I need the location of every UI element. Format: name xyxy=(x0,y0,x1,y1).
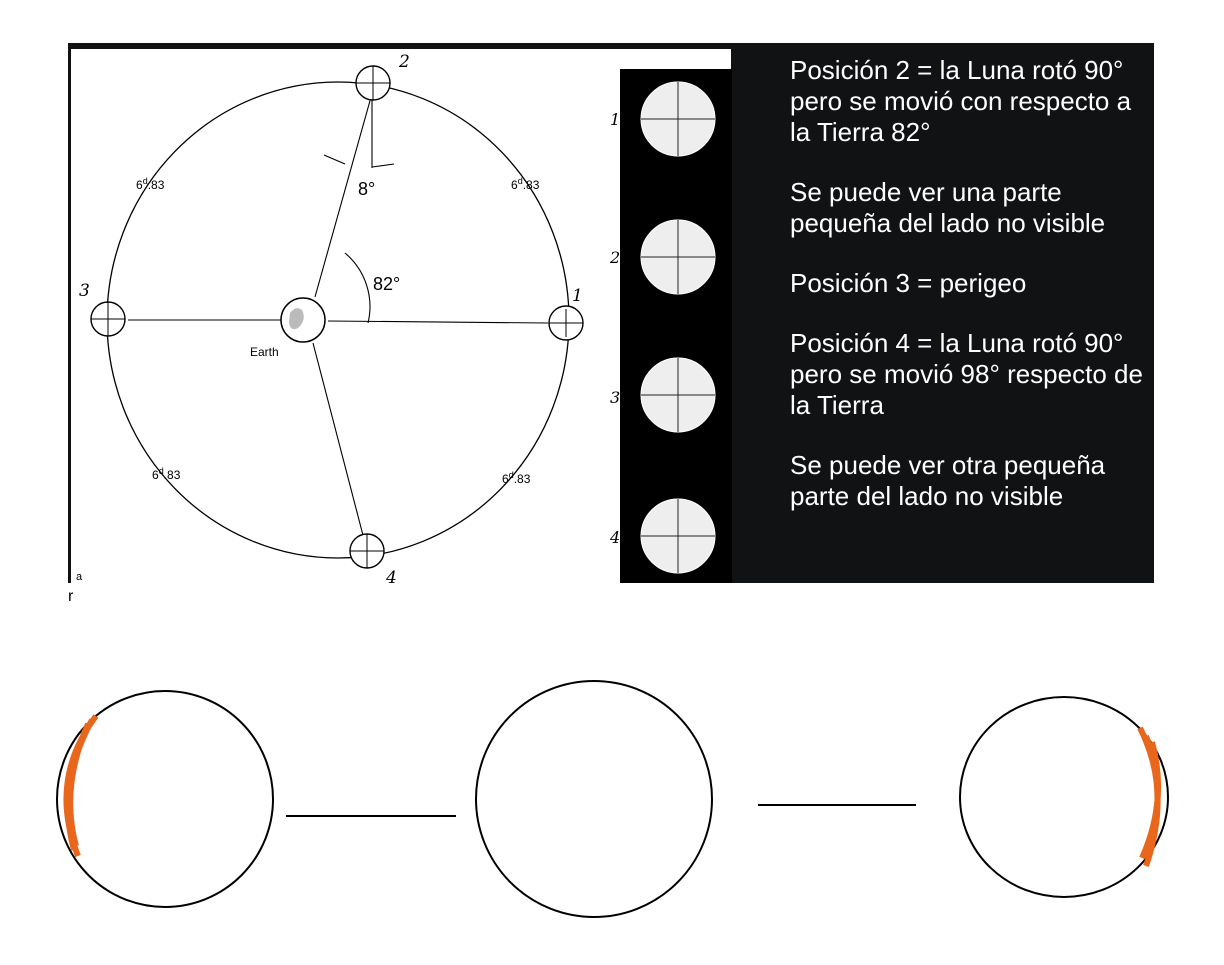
sketch-circle-middle xyxy=(475,680,713,918)
angle-label-82: 82° xyxy=(373,274,400,294)
paragraph-visible-part: Se puede ver una parte pequeña del lado … xyxy=(790,177,1106,238)
spoke-to-4 xyxy=(312,342,366,544)
photo-label-3: 3 xyxy=(610,388,620,407)
label-position-2: 2 xyxy=(398,52,410,72)
moon-position-3 xyxy=(90,301,126,337)
angle-label-8: 8° xyxy=(358,179,375,199)
photo-moon-3 xyxy=(640,357,716,433)
lunar-libration-diagram: 1 2 3 4 6d.83 6d.83 6d.83 6d.83 8° 82° E… xyxy=(71,49,732,583)
earth-label: Earth xyxy=(250,345,279,359)
explanation-text: Posición 2 = la Luna rotó 90° pero se mo… xyxy=(790,55,1145,541)
interval-label-4-1: 6d.83 xyxy=(502,470,531,486)
moon-position-1 xyxy=(548,305,584,341)
label-position-1: 1 xyxy=(572,286,583,306)
interval-label-3-4: 6d.83 xyxy=(152,466,181,482)
spoke-to-1 xyxy=(327,320,549,324)
moon-position-2 xyxy=(355,65,391,101)
photo-label-4: 4 xyxy=(609,528,620,547)
moon-position-4 xyxy=(349,533,385,569)
slide-image: 1 2 3 4 6d.83 6d.83 6d.83 6d.83 8° 82° E… xyxy=(68,43,1154,583)
paragraph-position-3: Posición 3 = perigeo xyxy=(790,268,1027,298)
orange-shading-left xyxy=(63,714,99,858)
hand-drawn-sketch xyxy=(56,680,1169,918)
label-position-3: 3 xyxy=(79,281,90,301)
angle-tick xyxy=(323,154,346,165)
photo-moon-1 xyxy=(640,81,716,157)
interval-label-2-1: 6d.83 xyxy=(511,176,540,192)
label-position-4: 4 xyxy=(385,568,397,583)
sketch-circle-right xyxy=(959,696,1169,898)
sketch-circle-left xyxy=(56,690,274,908)
interval-label-3-2: 6d.83 xyxy=(136,176,165,192)
photo-moon-2 xyxy=(640,219,716,295)
paragraph-position-2: Posición 2 = la Luna rotó 90° pero se mo… xyxy=(790,55,1132,147)
figure-letter: a xyxy=(76,571,83,583)
orange-shading-right xyxy=(1137,726,1162,867)
stray-character: r xyxy=(68,588,74,605)
photo-label-1: 1 xyxy=(610,110,620,129)
reference-tick xyxy=(371,163,395,168)
angle-arc-82 xyxy=(344,252,371,324)
paragraph-position-4: Posición 4 = la Luna rotó 90° pero se mo… xyxy=(790,328,1143,420)
photo-label-2: 2 xyxy=(609,248,620,267)
paragraph-other-part: Se puede ver otra pequeña parte del lado… xyxy=(790,450,1106,511)
earth-continent xyxy=(289,308,304,330)
spoke-to-2 xyxy=(314,89,374,298)
photo-moon-4 xyxy=(640,498,716,574)
